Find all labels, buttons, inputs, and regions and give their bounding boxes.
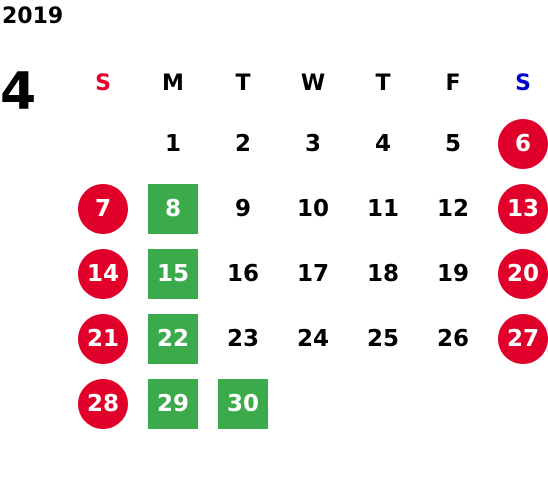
day-number: 10: [296, 195, 329, 222]
day-number: 2: [234, 130, 251, 157]
day-cell[interactable]: 10: [278, 176, 348, 241]
day-cell[interactable]: 9: [208, 176, 278, 241]
weekday-monday: M: [162, 70, 184, 96]
week-row: 14 15 16 17 18 19 20: [68, 241, 548, 306]
weekday-thursday: T: [375, 70, 391, 96]
day-number: 30: [218, 378, 268, 429]
day-cell[interactable]: 30: [208, 371, 278, 436]
week-row: 1 2 3 4 5 6: [68, 111, 548, 176]
day-cell: [348, 371, 418, 436]
day-number: 19: [436, 260, 469, 287]
day-number: 5: [444, 130, 461, 157]
weekday-wednesday: W: [300, 70, 326, 96]
day-number: 22: [148, 313, 198, 364]
calendar-month: 4: [0, 62, 37, 122]
day-number: 24: [296, 325, 329, 352]
week-row: 28 29 30: [68, 371, 548, 436]
calendar-year: 2019: [2, 4, 64, 29]
day-cell: [488, 371, 548, 436]
day-number: 3: [304, 130, 321, 157]
day-cell[interactable]: 18: [348, 241, 418, 306]
day-cell[interactable]: 23: [208, 306, 278, 371]
day-number: 20: [498, 248, 548, 299]
day-cell[interactable]: 19: [418, 241, 488, 306]
day-number: 13: [498, 183, 548, 234]
day-number: 28: [78, 378, 128, 429]
day-number: 4: [374, 130, 391, 157]
day-cell[interactable]: 8: [138, 176, 208, 241]
day-number: 9: [234, 195, 251, 222]
weekday-friday: F: [445, 70, 461, 96]
day-cell[interactable]: 11: [348, 176, 418, 241]
day-cell[interactable]: 15: [138, 241, 208, 306]
day-cell[interactable]: 21: [68, 306, 138, 371]
day-cell[interactable]: 29: [138, 371, 208, 436]
weekday-saturday: S: [515, 70, 531, 96]
day-number: 14: [78, 248, 128, 299]
day-cell[interactable]: 5: [418, 111, 488, 176]
day-cell[interactable]: 25: [348, 306, 418, 371]
day-cell[interactable]: 17: [278, 241, 348, 306]
day-number: 15: [148, 248, 198, 299]
day-number: 25: [366, 325, 399, 352]
day-number: 8: [148, 183, 198, 234]
day-number: 12: [436, 195, 469, 222]
weekday-header-row: S M T W T F S: [68, 55, 548, 111]
day-cell: [278, 371, 348, 436]
day-cell: [68, 111, 138, 176]
day-cell[interactable]: 20: [488, 241, 548, 306]
day-number: 17: [296, 260, 329, 287]
day-number: 23: [226, 325, 259, 352]
day-cell[interactable]: 14: [68, 241, 138, 306]
day-cell[interactable]: 3: [278, 111, 348, 176]
day-cell[interactable]: 26: [418, 306, 488, 371]
day-number: 27: [498, 313, 548, 364]
day-number: 29: [148, 378, 198, 429]
day-number: 7: [78, 183, 128, 234]
day-cell[interactable]: 2: [208, 111, 278, 176]
week-row: 21 22 23 24 25 26 27: [68, 306, 548, 371]
day-cell[interactable]: 6: [488, 111, 548, 176]
day-number: 21: [78, 313, 128, 364]
day-cell[interactable]: 22: [138, 306, 208, 371]
day-cell: [418, 371, 488, 436]
day-cell[interactable]: 1: [138, 111, 208, 176]
day-cell[interactable]: 27: [488, 306, 548, 371]
day-cell[interactable]: 28: [68, 371, 138, 436]
day-cell[interactable]: 16: [208, 241, 278, 306]
day-number: 1: [164, 130, 181, 157]
day-number: 16: [226, 260, 259, 287]
day-number: 18: [366, 260, 399, 287]
day-cell[interactable]: 13: [488, 176, 548, 241]
day-cell[interactable]: 24: [278, 306, 348, 371]
day-cell[interactable]: 12: [418, 176, 488, 241]
weekday-sunday: S: [95, 70, 111, 96]
weekday-tuesday: T: [235, 70, 251, 96]
day-number: 11: [366, 195, 399, 222]
day-cell[interactable]: 4: [348, 111, 418, 176]
day-cell[interactable]: 7: [68, 176, 138, 241]
day-number: 6: [498, 118, 548, 169]
day-number: 26: [436, 325, 469, 352]
